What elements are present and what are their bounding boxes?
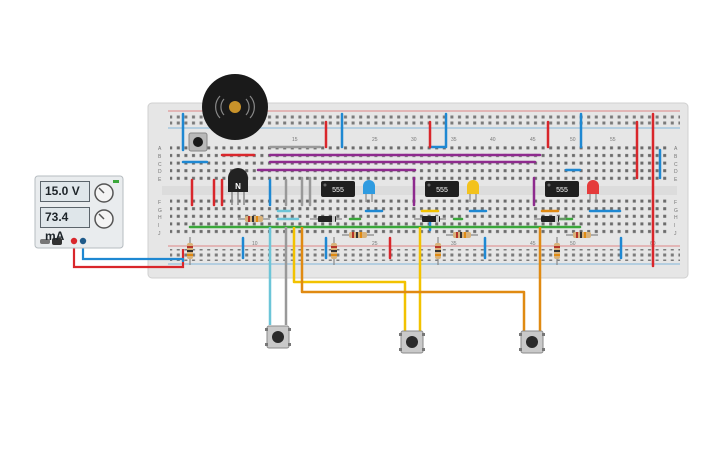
resistor-5 [187,237,193,265]
diode-3 [534,216,566,222]
col-num-top-45: 45 [530,137,536,143]
row-label-left-b: B [158,154,162,160]
row-label-right-f: F [674,200,677,206]
col-num-top-55: 55 [610,137,616,143]
diode-2 [414,216,446,222]
ic-3-label: 555 [556,187,568,194]
row-label-left-i: I [158,223,159,229]
pushbutton-2[interactable] [399,330,425,354]
voltage-display: 15.0 V [40,181,90,202]
pushbutton-1[interactable] [265,325,291,349]
power-supply-leads[interactable] [72,242,185,269]
piezo-buzzer[interactable] [202,74,268,140]
row-label-left-e: E [158,177,162,183]
row-label-right-b: B [674,154,678,160]
col-num-top-30: 30 [411,137,417,143]
led-red[interactable] [587,180,599,202]
row-label-left-h: H [158,215,162,221]
led-yellow[interactable] [467,180,479,202]
diode-1 [310,216,342,222]
col-num-top-35: 35 [451,137,457,143]
ic-2-label: 555 [436,187,448,194]
timer-ic-3[interactable]: 555 [545,181,579,197]
row-label-right-d: D [674,169,678,175]
resistor-7 [435,237,441,265]
row-label-right-g: G [674,208,678,214]
diodes[interactable] [310,216,566,222]
col-num-bottom-35: 35 [451,241,457,247]
ic-1-label: 555 [332,187,344,194]
row-label-left-c: C [158,162,162,168]
lower-jumper-wires[interactable] [188,209,622,229]
col-num-bottom-10: 10 [252,241,258,247]
col-num-bottom-50: 50 [570,241,576,247]
col-num-top-25: 25 [372,137,378,143]
resistor-6 [331,237,337,265]
led-blue[interactable] [363,180,375,202]
resistor-8 [554,237,560,265]
col-num-bottom-25: 25 [372,241,378,247]
npn-transistor[interactable]: N [228,168,248,205]
row-label-left-g: G [158,208,162,214]
rail-jumper-wires[interactable] [181,112,662,268]
col-num-top-50: 50 [570,137,576,143]
col-num-top-15: 15 [292,137,298,143]
timer-ic-2[interactable]: 555 [425,181,459,197]
resistor-3 [446,232,478,238]
row-label-right-c: C [674,162,678,168]
resistor-2 [342,232,374,238]
pushbutton-3[interactable] [519,330,545,354]
row-label-right-j: J [674,231,677,237]
timer-ic-1[interactable]: 555 [321,181,355,197]
board-pushbutton[interactable] [188,132,208,152]
row-label-left-j: J [158,231,161,237]
resistors[interactable] [187,216,598,265]
upper-jumper-wires[interactable] [181,145,582,172]
row-label-right-i: I [674,223,675,229]
row-label-right-a: A [674,146,678,152]
row-label-left-a: A [158,146,162,152]
col-num-top-40: 40 [490,137,496,143]
resistor-4 [566,232,598,238]
row-label-right-h: H [674,215,678,221]
row-label-left-d: D [158,169,162,175]
resistor-1 [238,216,270,222]
row-label-left-f: F [158,200,161,206]
button-wires[interactable] [268,227,542,335]
row-label-right-e: E [674,177,678,183]
current-display: 73.4 mA [40,207,90,243]
transistor-label: N [235,182,241,191]
col-num-bottom-45: 45 [530,241,536,247]
